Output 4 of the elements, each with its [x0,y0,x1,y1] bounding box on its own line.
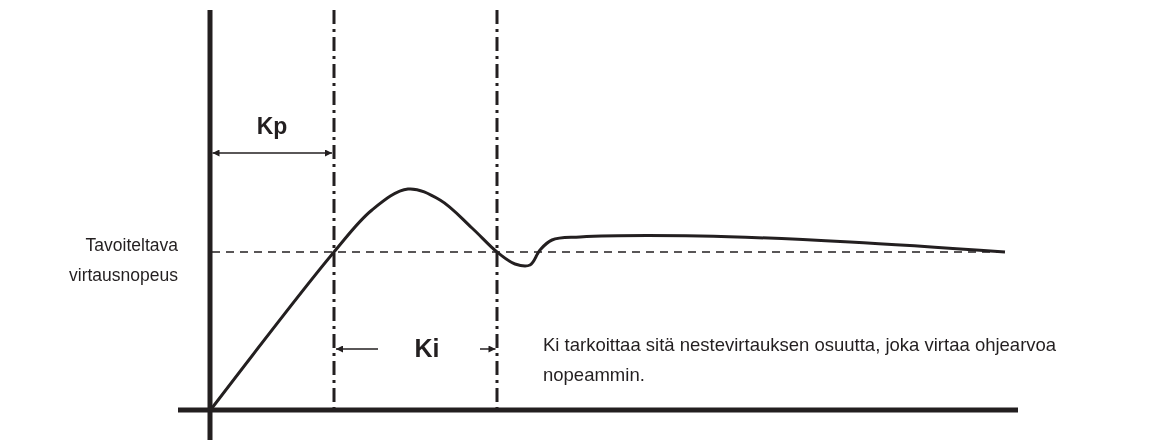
note-text: Ki tarkoittaa sitä nestevirtauksen osuutta, joka virtaa ohjearvoa nopeammin. [543,333,1058,387]
dimension-label: Kp [255,113,289,141]
axis-label: Tavoiteltava virtausnopeus [68,234,178,287]
dimension-label: Ki [413,333,441,363]
